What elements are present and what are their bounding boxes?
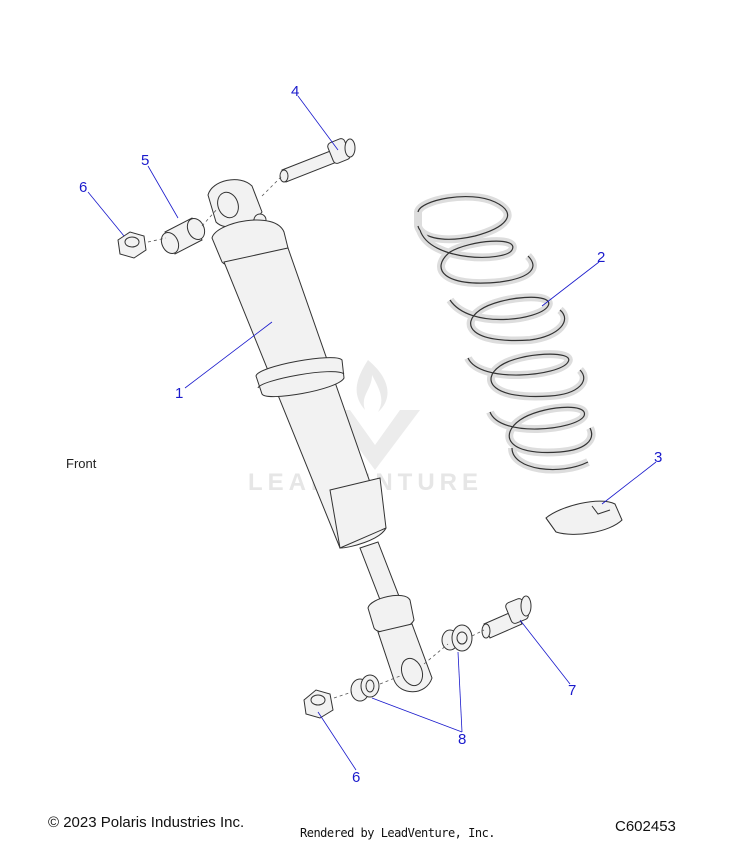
- part-bushing-right: [441, 624, 473, 652]
- part-bolt-top: [279, 138, 356, 183]
- callout-1[interactable]: 1: [175, 385, 183, 402]
- callout-6-top[interactable]: 6: [79, 179, 87, 196]
- callout-3[interactable]: 3: [654, 449, 662, 466]
- part-bolt-bottom: [481, 595, 532, 639]
- part-spring: [414, 192, 596, 474]
- leader-lines: [87, 95, 657, 771]
- rendered-by-text: Rendered by LeadVenture, Inc.: [300, 826, 496, 840]
- part-spacer: [160, 217, 206, 255]
- part-spring-retainer: [545, 500, 623, 535]
- drawing-code: C602453: [615, 818, 676, 835]
- callout-6-bottom[interactable]: 6: [352, 769, 360, 786]
- assembly-axis-lines: [147, 175, 485, 699]
- part-nut-top: [117, 231, 147, 259]
- callout-7[interactable]: 7: [568, 682, 576, 699]
- v-logo-icon: [330, 410, 420, 470]
- copyright-text: © 2023 Polaris Industries Inc.: [48, 814, 245, 831]
- part-shock-absorber: [207, 179, 433, 693]
- flame-logo-icon: [356, 360, 388, 412]
- front-label: Front: [66, 456, 97, 471]
- callout-4[interactable]: 4: [291, 83, 299, 100]
- callout-5[interactable]: 5: [141, 152, 149, 169]
- part-nut-bottom: [303, 689, 334, 719]
- part-bushing-left: [350, 674, 380, 702]
- callout-2[interactable]: 2: [597, 249, 605, 266]
- callout-8[interactable]: 8: [458, 731, 466, 748]
